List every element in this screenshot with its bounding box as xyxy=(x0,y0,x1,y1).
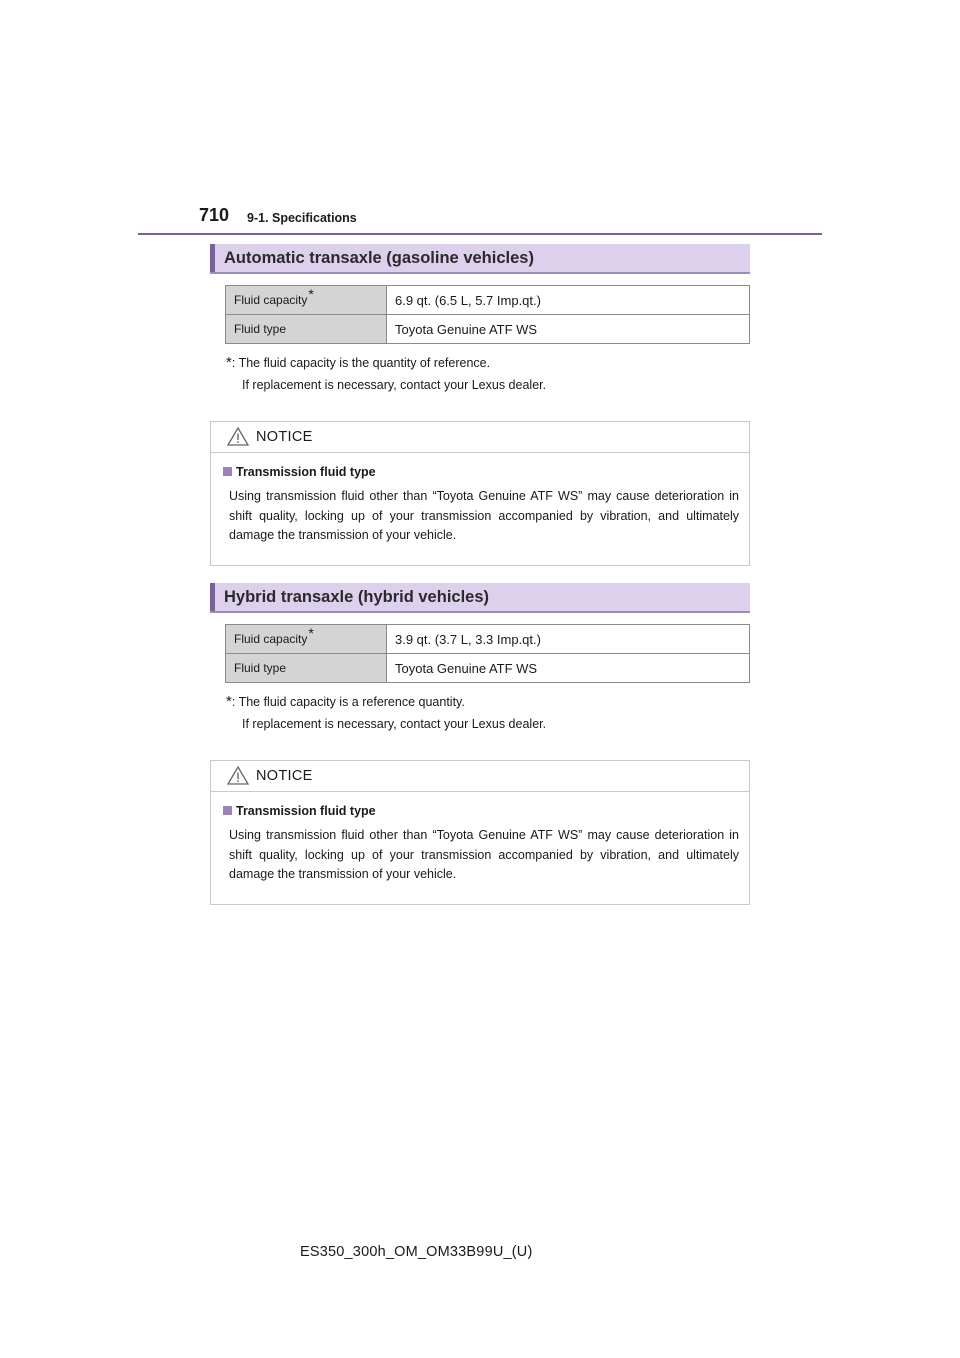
notice-body: Transmission fluid type Using transmissi… xyxy=(211,453,749,562)
notice-header: NOTICE xyxy=(211,761,749,792)
table-value-cell: 3.9 qt. (3.7 L, 3.3 Imp.qt.) xyxy=(386,624,750,654)
notice-text: Using transmission fluid other than “Toy… xyxy=(229,828,739,881)
footnote-star: * xyxy=(226,693,232,710)
notice-label: NOTICE xyxy=(256,768,313,784)
bullet-square-icon xyxy=(223,806,232,815)
footnote-automatic-transaxle: *: The fluid capacity is the quantity of… xyxy=(226,352,546,396)
table-row: Fluid type Toyota Genuine ATF WS xyxy=(225,314,750,344)
table-row: Fluid type Toyota Genuine ATF WS xyxy=(225,653,750,683)
page-number: 710 xyxy=(199,205,230,225)
footnote-star: * xyxy=(226,354,232,371)
footnote-line: If replacement is necessary, contact you… xyxy=(242,717,547,731)
heading-accent-bar xyxy=(210,244,215,272)
table-key-cell: Fluid type xyxy=(225,314,387,344)
notice-box: NOTICE Transmission fluid type Using tra… xyxy=(210,421,750,566)
footnote-line: If replacement is necessary, contact you… xyxy=(242,378,547,392)
table-key-cell: Fluid capacity* xyxy=(225,624,387,654)
notice-body: Transmission fluid type Using transmissi… xyxy=(211,792,749,901)
table-value-cell: Toyota Genuine ATF WS xyxy=(386,314,750,344)
footnote-marker: * xyxy=(308,286,314,302)
document-footer: ES350_300h_OM_OM33B99U_(U) xyxy=(300,1244,533,1260)
section-label: 9-1. Specifications xyxy=(247,211,357,225)
header-rule xyxy=(138,233,822,235)
notice-text: Using transmission fluid other than “Toy… xyxy=(229,489,739,542)
notice-label: NOTICE xyxy=(256,429,313,445)
footnote-line: : The fluid capacity is the quantity of … xyxy=(231,356,491,370)
spec-table-hybrid-transaxle: Fluid capacity* 3.9 qt. (3.7 L, 3.3 Imp.… xyxy=(225,624,750,683)
table-value-cell: 6.9 qt. (6.5 L, 5.7 Imp.qt.) xyxy=(386,285,750,315)
section-title: Hybrid transaxle (hybrid vehicles) xyxy=(224,588,490,606)
footnote-line: : The fluid capacity is a reference quan… xyxy=(231,695,465,709)
notice-box: NOTICE Transmission fluid type Using tra… xyxy=(210,760,750,905)
table-row: Fluid capacity* 6.9 qt. (6.5 L, 5.7 Imp.… xyxy=(225,285,750,315)
table-value-cell: Toyota Genuine ATF WS xyxy=(386,653,750,683)
warning-triangle-icon xyxy=(227,766,249,785)
table-row: Fluid capacity* 3.9 qt. (3.7 L, 3.3 Imp.… xyxy=(225,624,750,654)
section-heading-hybrid-transaxle: Hybrid transaxle (hybrid vehicles) xyxy=(210,583,750,613)
warning-triangle-icon xyxy=(227,427,249,446)
notice-subheading: Transmission fluid type xyxy=(223,804,739,818)
section-heading-automatic-transaxle: Automatic transaxle (gasoline vehicles) xyxy=(210,244,750,274)
notice-header: NOTICE xyxy=(211,422,749,453)
table-key-cell: Fluid type xyxy=(225,653,387,683)
section-title: Automatic transaxle (gasoline vehicles) xyxy=(224,249,534,267)
notice-subheading: Transmission fluid type xyxy=(223,465,739,479)
spec-table-automatic-transaxle: Fluid capacity* 6.9 qt. (6.5 L, 5.7 Imp.… xyxy=(225,285,750,344)
bullet-square-icon xyxy=(223,467,232,476)
heading-accent-bar xyxy=(210,583,215,611)
footnote-marker: * xyxy=(308,625,314,641)
table-key-cell: Fluid capacity* xyxy=(225,285,387,315)
footnote-hybrid-transaxle: *: The fluid capacity is a reference qua… xyxy=(226,691,546,735)
